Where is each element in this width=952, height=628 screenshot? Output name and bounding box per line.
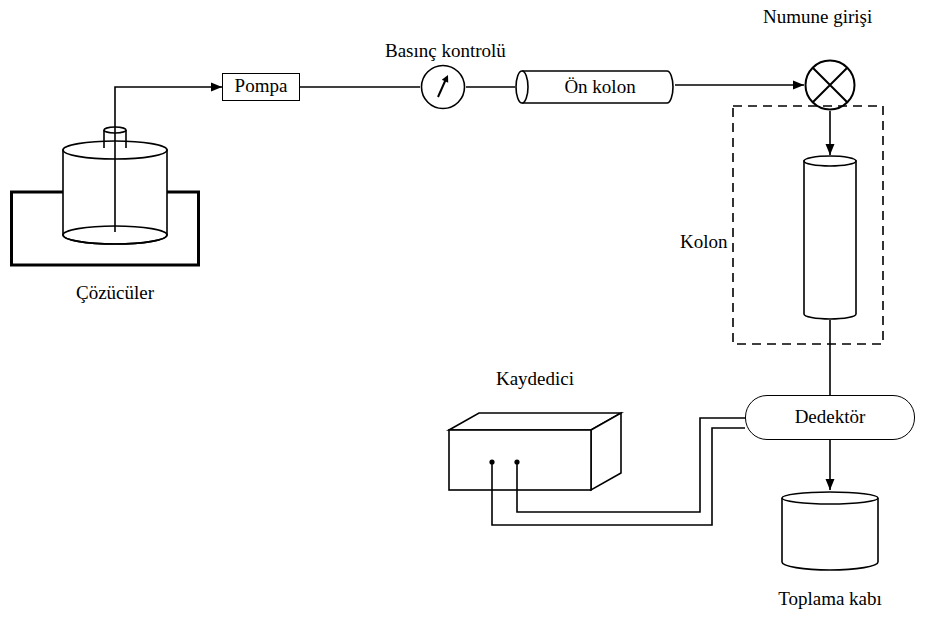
flow-line xyxy=(115,83,222,111)
arrowhead xyxy=(211,83,222,92)
connector-line xyxy=(115,87,222,110)
connector-line xyxy=(300,86,420,88)
column-symbol xyxy=(803,155,857,320)
component-label: Numune girişi xyxy=(763,6,872,28)
gauge-dial xyxy=(422,66,465,109)
component-label: Dedektör xyxy=(746,406,914,428)
beaker-rim xyxy=(782,492,878,504)
gauge-needle xyxy=(438,79,446,97)
solvent-tube xyxy=(114,110,116,232)
injection-valve-symbol xyxy=(804,59,856,111)
component-label: Çözücüler xyxy=(10,282,220,304)
component-label: Ön kolon xyxy=(515,76,675,98)
detector-box: Dedektör xyxy=(745,395,915,440)
solvent-reservoir-drawing xyxy=(10,110,220,310)
component-label: Basınç kontrolü xyxy=(385,40,506,62)
recorder-symbol xyxy=(448,412,622,491)
flow-line xyxy=(300,87,420,88)
beaker-symbol xyxy=(780,490,880,572)
flow-line xyxy=(830,320,831,395)
arrowhead xyxy=(826,144,835,155)
recorder-front xyxy=(449,430,591,490)
gauge-symbol xyxy=(420,64,466,110)
column-oven-drawing xyxy=(680,105,885,345)
beaker-body xyxy=(782,498,878,570)
flow-line xyxy=(826,440,835,490)
gauge-needle-head xyxy=(442,75,448,83)
flow-line xyxy=(675,81,804,90)
column-top xyxy=(804,156,856,166)
solvent-reservoir: Çözücüler xyxy=(10,110,220,310)
connector-line xyxy=(829,320,831,395)
column-oven-outline xyxy=(733,106,883,344)
connector-line xyxy=(466,86,515,88)
recorder-side xyxy=(591,413,621,490)
recorder: Kaydedici xyxy=(440,366,630,496)
precolumn-end xyxy=(516,71,528,103)
injector: Numune girişi xyxy=(760,4,946,116)
component-label: Kolon xyxy=(680,231,728,253)
arrowhead xyxy=(826,479,835,490)
flow-line xyxy=(826,111,835,155)
column-oven: Kolon xyxy=(680,105,885,345)
arrowhead xyxy=(793,81,804,90)
flow-line xyxy=(466,87,515,88)
column-body xyxy=(804,161,856,319)
valve-cross xyxy=(813,68,847,102)
collection-vessel: Toplama kabı xyxy=(740,488,920,618)
component-label: Pompa xyxy=(223,75,299,97)
component-label: Toplama kabı xyxy=(740,588,920,610)
component-label: Kaydedici xyxy=(440,368,630,390)
terminal-wire xyxy=(492,462,517,491)
valve-circle xyxy=(806,61,855,110)
precolumn: Ön kolon xyxy=(515,70,675,104)
connector-line xyxy=(675,84,804,86)
pump-box: Pompa xyxy=(222,73,300,101)
